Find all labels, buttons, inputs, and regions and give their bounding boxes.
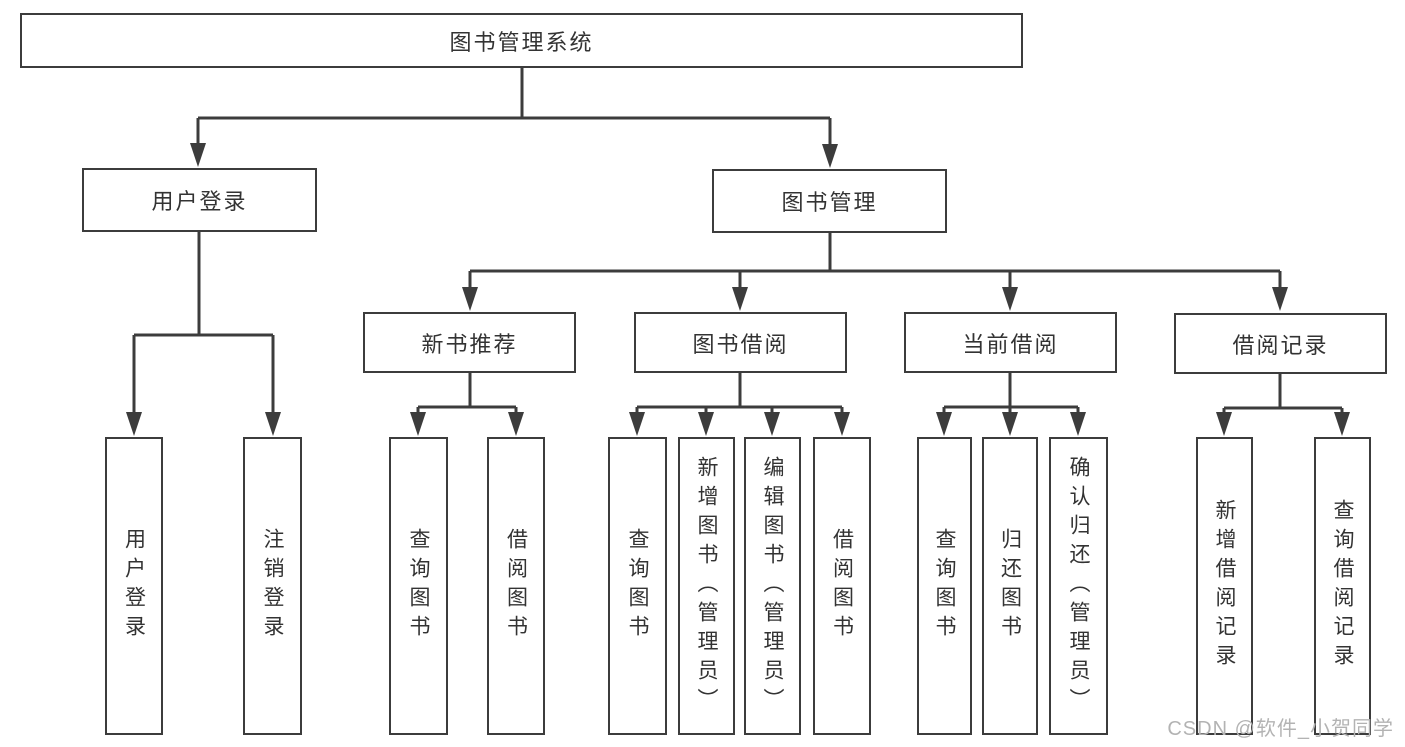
- leaf-borrow-edit-books-admin: 编辑图书（管理员）: [744, 437, 801, 735]
- connector-borrow-records-children: [1216, 374, 1350, 436]
- leaf-recommend-borrow-books: 借阅图书: [487, 437, 545, 735]
- leaf-current-return-books: 归还图书: [982, 437, 1038, 735]
- leaf-borrow-add-books-admin: 新增图书（管理员）: [678, 437, 735, 735]
- leaf-user-login: 用户登录: [105, 437, 163, 735]
- connector-root-to-level2: [190, 68, 838, 168]
- node-current-borrow: 当前借阅: [904, 312, 1117, 373]
- leaf-borrow-borrow-books: 借阅图书: [813, 437, 871, 735]
- leaf-records-query-record: 查询借阅记录: [1314, 437, 1371, 735]
- leaf-current-confirm-return-admin: 确认归还（管理员）: [1049, 437, 1108, 735]
- node-book-management: 图书管理: [712, 169, 947, 233]
- leaf-records-add-record: 新增借阅记录: [1196, 437, 1253, 735]
- connector-current-borrow-children: [936, 373, 1086, 436]
- node-book-borrow: 图书借阅: [634, 312, 847, 373]
- leaf-recommend-query-books: 查询图书: [389, 437, 448, 735]
- node-user-login: 用户登录: [82, 168, 317, 232]
- connector-book-borrow-children: [629, 373, 850, 436]
- node-borrow-records: 借阅记录: [1174, 313, 1387, 374]
- node-new-book-recommend: 新书推荐: [363, 312, 576, 373]
- connector-new-book-recommend-children: [410, 373, 524, 436]
- watermark: CSDN @软件_小贺同学: [1167, 718, 1394, 740]
- leaf-logout: 注销登录: [243, 437, 302, 735]
- connector-book-management-children: [462, 233, 1288, 311]
- leaf-current-query-books: 查询图书: [917, 437, 972, 735]
- node-root-system: 图书管理系统: [20, 13, 1023, 68]
- leaf-borrow-query-books: 查询图书: [608, 437, 667, 735]
- connector-user-login-children: [126, 232, 281, 436]
